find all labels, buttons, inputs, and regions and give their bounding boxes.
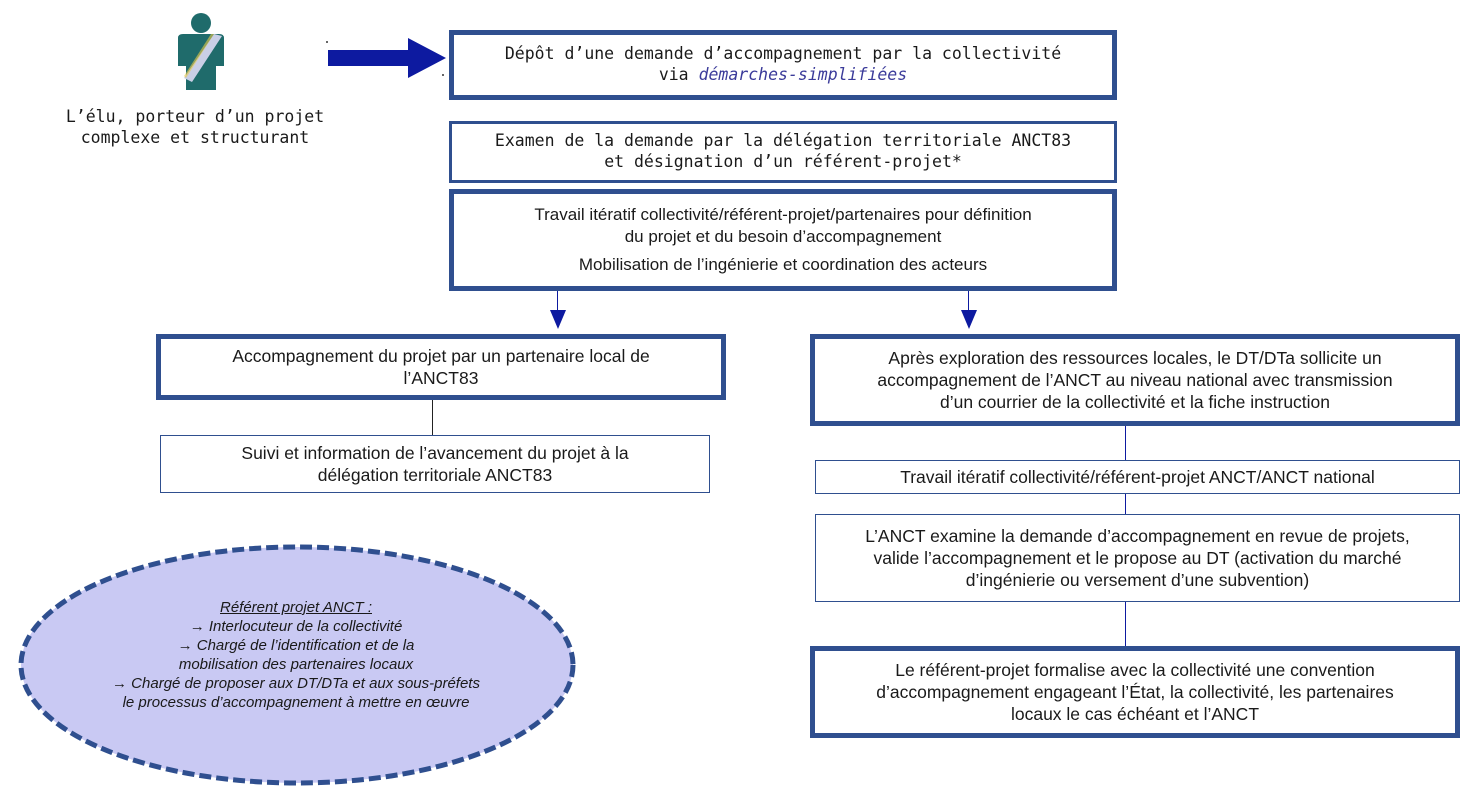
local-to-suivi-line bbox=[432, 400, 433, 435]
convention-line-2: d’accompagnement engageant l’État, la co… bbox=[876, 681, 1394, 702]
referent-note-line-4: → Chargé de proposer aux DT/DTa et aux s… bbox=[112, 675, 480, 693]
examine-box: L’ANCT examine la demande d’accompagneme… bbox=[815, 514, 1460, 602]
suivi-line-2: délégation territoriale ANCT83 bbox=[317, 465, 553, 485]
examine-to-convention-line bbox=[1125, 602, 1126, 646]
down-arrow-icon bbox=[550, 310, 566, 329]
referent-note-line-3: mobilisation des partenaires locaux bbox=[178, 656, 414, 674]
local-partner-line-1: Accompagnement du projet par un partenai… bbox=[232, 345, 650, 366]
elu-caption: L’élu, porteur d’un projet complexe et s… bbox=[40, 106, 350, 149]
depot-box: Dépôt d’une demande d’accompagnement par… bbox=[449, 30, 1117, 100]
travail-national-box: Travail itératif collectivité/référent-p… bbox=[815, 460, 1460, 494]
examen-line-2: et désignation d’un référent-projet* bbox=[604, 152, 962, 171]
examine-line-3: d’ingénierie ou versement d’une subventi… bbox=[965, 570, 1310, 591]
person-icon bbox=[178, 13, 224, 90]
referent-note: Référent projet ANCT : → Interlocuteur d… bbox=[22, 598, 570, 712]
referent-note-title: Référent projet ANCT : bbox=[220, 599, 372, 616]
depot-line-2-prefix: via bbox=[658, 65, 699, 84]
exploration-to-national-line bbox=[1125, 426, 1126, 460]
convention-line-1: Le référent-projet formalise avec la col… bbox=[895, 659, 1375, 680]
referent-note-line-5: le processus d’accompagnement à mettre e… bbox=[122, 694, 470, 712]
examine-line-2: valide l’accompagnement et le propose au… bbox=[873, 547, 1402, 568]
referent-note-line-1: → Interlocuteur de la collectivité bbox=[189, 618, 403, 636]
elu-caption-line-2: complexe et structurant bbox=[80, 128, 310, 148]
exploration-line-2: accompagnement de l’ANCT au niveau natio… bbox=[877, 369, 1393, 390]
referent-note-line-2: → Chargé de l’identification et de la bbox=[177, 637, 415, 655]
examen-line-1: Examen de la demande par la délégation t… bbox=[494, 131, 1072, 151]
local-partner-line-2: l’ANCT83 bbox=[403, 368, 479, 388]
exploration-line-1: Après exploration des ressources locales… bbox=[888, 347, 1382, 368]
left-branch-line bbox=[557, 291, 558, 311]
local-partner-box: Accompagnement du projet par un partenai… bbox=[156, 334, 726, 400]
examine-line-1: L’ANCT examine la demande d’accompagneme… bbox=[865, 525, 1410, 546]
demarches-simplifiees-link[interactable]: démarches-simplifiées bbox=[698, 65, 908, 84]
exploration-box: Après exploration des ressources locales… bbox=[810, 334, 1460, 426]
convention-line-3: locaux le cas échéant et l’ANCT bbox=[1010, 704, 1260, 725]
travail-line-2: du projet et du besoin d’accompagnement bbox=[624, 226, 942, 246]
elu-caption-line-1: L’élu, porteur d’un projet bbox=[65, 107, 325, 126]
suivi-line-1: Suivi et information de l’avancement du … bbox=[241, 442, 629, 463]
national-to-examine-line bbox=[1125, 494, 1126, 514]
convention-box: Le référent-projet formalise avec la col… bbox=[810, 646, 1460, 738]
suivi-box: Suivi et information de l’avancement du … bbox=[160, 435, 710, 493]
referent-ellipse bbox=[18, 544, 576, 786]
depot-line-1: Dépôt d’une demande d’accompagnement par… bbox=[504, 44, 1062, 64]
exploration-line-3: d’un courrier de la collectivité et la f… bbox=[939, 392, 1331, 413]
examen-box: Examen de la demande par la délégation t… bbox=[449, 121, 1117, 183]
right-branch-line bbox=[968, 291, 969, 311]
travail-national-text: Travail itératif collectivité/référent-p… bbox=[900, 466, 1375, 487]
right-arrow-icon bbox=[328, 38, 446, 78]
mobilisation-text: Mobilisation de l’ingénierie et coordina… bbox=[578, 255, 988, 275]
down-arrow-icon bbox=[961, 310, 977, 329]
travail-box: Travail itératif collectivité/référent-p… bbox=[449, 189, 1117, 291]
depot-line-2: via démarches-simplifiées bbox=[659, 65, 907, 86]
travail-line-1: Travail itératif collectivité/référent-p… bbox=[534, 205, 1032, 225]
